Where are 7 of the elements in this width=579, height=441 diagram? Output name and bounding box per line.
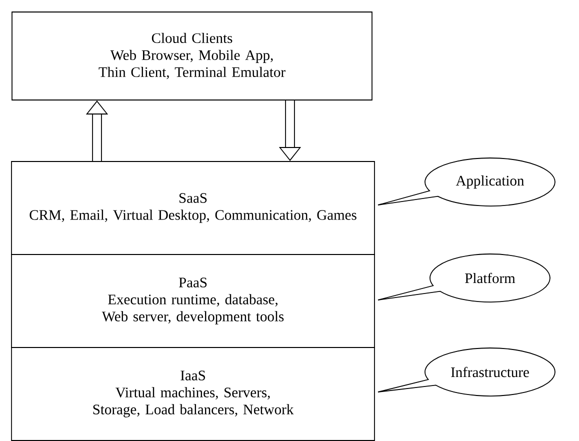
speech-bubble: Infrastructure [378,348,556,396]
speech-bubble: Application [378,158,556,206]
layer-box: Cloud Clients Web Browser, Mobile App, Thin Client, Terminal Emulator [12,12,372,100]
layer-box: PaaS Execution runtime, database, Web server, development tools [11,254,375,348]
layer-box: IaaS Virtual machines, Servers, Storage, Load balancers, Network [11,347,375,441]
layer-box: SaaS CRM, Email, Virtual Desktop, Communication, Games [11,161,375,255]
speech-bubble: Platform [378,254,550,302]
